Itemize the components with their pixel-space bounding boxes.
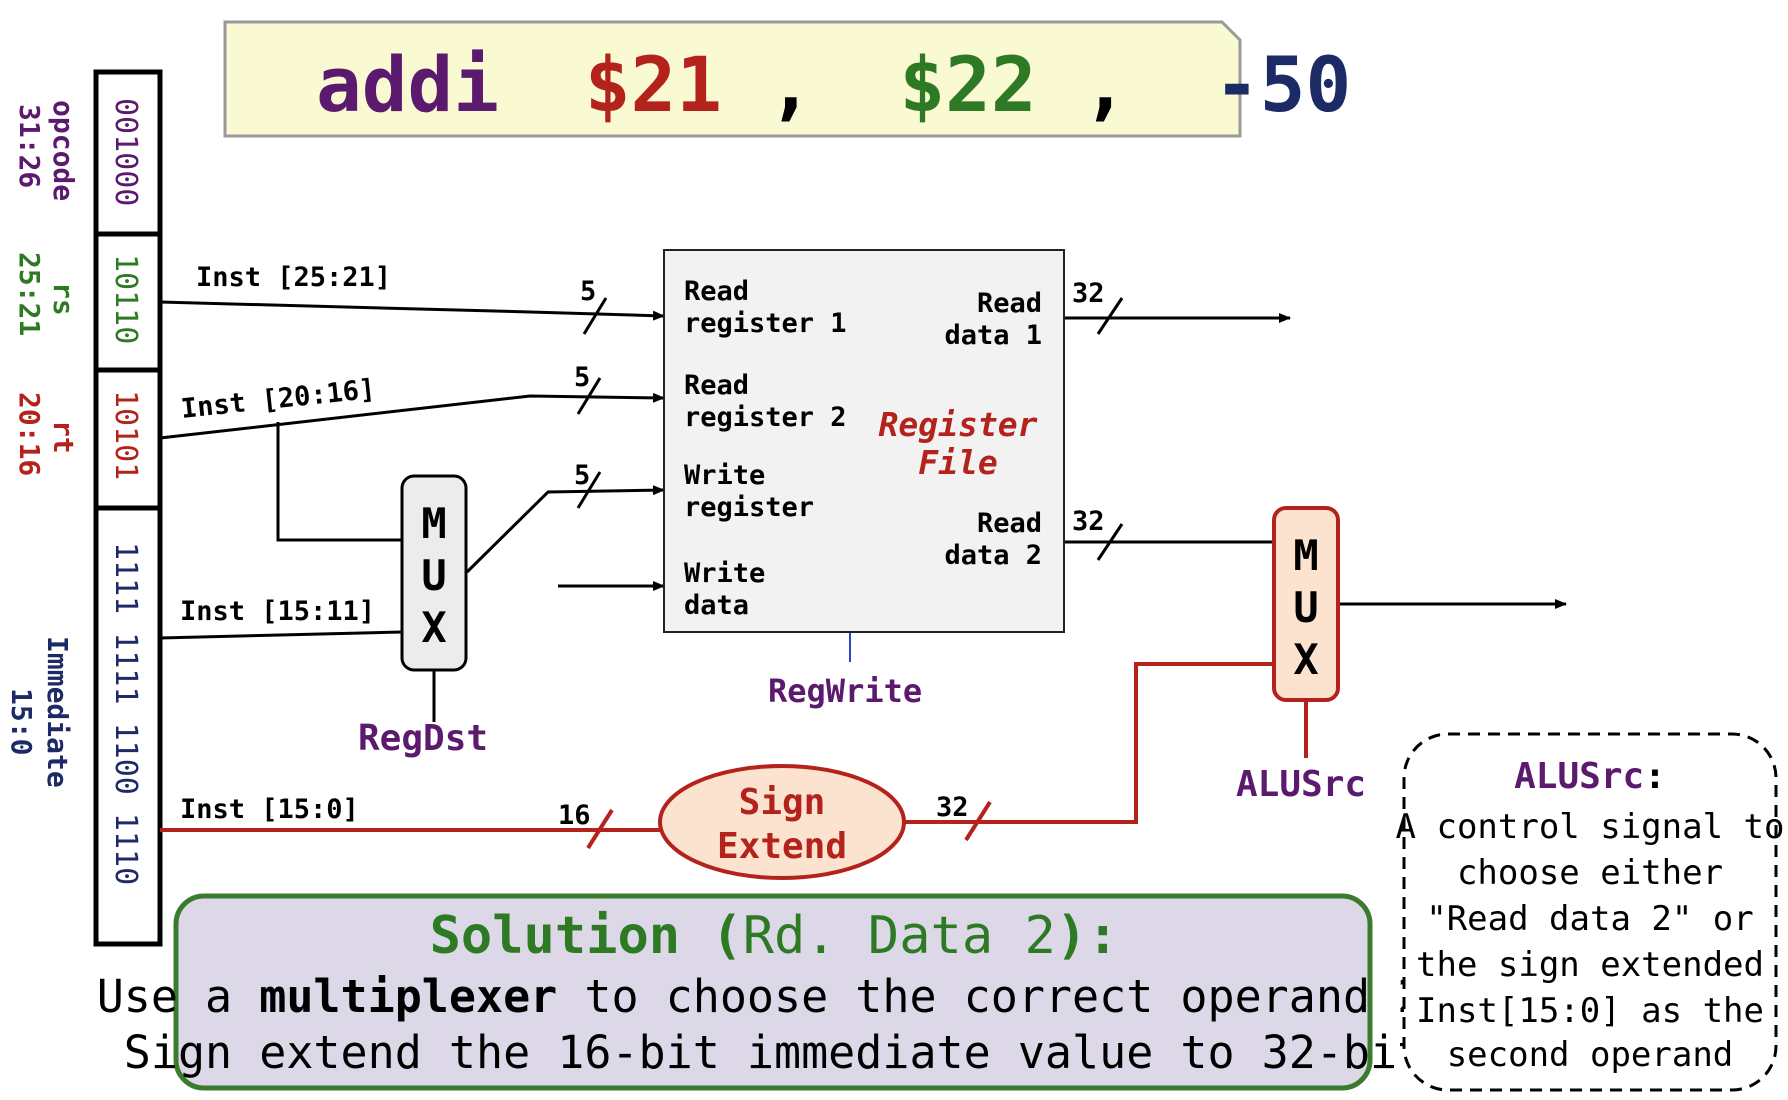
port-read-register-1-line1: Read [684,276,749,307]
port-write-data-line2: data [684,590,749,621]
wire-width-32-c: 32 [936,792,969,823]
port-write-register-line1: Write [684,460,765,491]
wire-width-5-c: 5 [574,460,590,491]
solution-line-2-bold: multiplexer [259,970,557,1023]
solution-heading-bold: Solution [430,906,680,966]
instruction-rs: $22 [899,40,1036,129]
imm-bits-value: 1111 1111 1100 1110 [108,542,143,885]
wire-label-inst-15-0: Inst [15:0] [180,794,359,825]
wire-label-inst-15-11: Inst [15:11] [180,596,375,627]
red-wires [160,662,1308,832]
wire-label-inst-25-21: Inst [25:21] [196,262,391,293]
alusrc-label: ALUSrc [1236,764,1366,805]
sign-extend-line2: Extend [717,826,847,867]
mux1-letter-x: X [421,603,446,652]
field-bits-rs: 25:21 [13,252,46,336]
solution-heading: Solution (Rd. Data 2): [430,906,1119,966]
alusrc-note: ALUSrc: A control signal to choose eithe… [1396,732,1785,1092]
solution-line-2-pre: Use a [97,970,260,1023]
instruction-banner: addi $21 , $22 , -50 [223,20,1351,138]
alusrc-note-line-2: choose either [1457,853,1723,893]
svg-text:addi $21 , $: addi $21 , $22 , -50 [316,40,1351,129]
opcode-bits-value: 001000 [108,98,143,206]
field-bits-immediate: 15:0 [5,688,38,755]
solution-heading-paren-open: ( [680,906,743,966]
alusrc-note-title-word: ALUSrc [1514,756,1644,797]
mux-alusrc: M U X [1272,506,1340,702]
field-name-opcode: opcode [47,100,80,201]
field-bits-rt: 20:16 [13,392,46,476]
mux2-letter-x: X [1293,635,1318,684]
mux-regdst: M U X [400,474,468,672]
register-file-title-line1: Register [879,405,1038,444]
wire-width-32-a: 32 [1072,278,1105,309]
alusrc-note-title: ALUSrc: [1514,756,1666,797]
regdst-label: RegDst [358,718,488,759]
field-name-immediate: Immediate [41,636,74,788]
wire-width-16: 16 [558,800,591,831]
solution-line-3: Sign extend the 16-bit immediate value t… [124,1026,1424,1079]
field-labels: opcode 31:26 rs 25:21 rt 20:16 Immediate… [5,100,80,788]
solution-box: Solution (Rd. Data 2): Use a multiplexer… [97,893,1452,1091]
sign-extend-unit: Sign Extend [658,764,906,880]
port-read-register-1-line2: register 1 [684,308,847,339]
bus-slashes [576,297,1124,561]
sign-extend-line1: Sign [739,782,826,823]
solution-line-2-post: to choose the correct operand 2. [557,970,1451,1023]
wire-width-5-b: 5 [574,362,590,393]
red-bus-slashes [586,800,992,850]
rs-bits-value: 10110 [108,254,143,344]
port-read-data-2-line1: Read [977,508,1042,539]
alusrc-note-line-4: the sign extended [1416,945,1764,985]
field-name-rt: rt [47,420,80,454]
regwrite-label: RegWrite [768,672,922,710]
alusrc-note-line-1: A control signal to [1396,807,1785,847]
mux1-letter-u: U [421,551,446,600]
wire-width-5-a: 5 [580,276,596,307]
field-bits-opcode: 31:26 [13,104,46,188]
instruction-rt: $21 [585,40,722,129]
wire-width-32-b: 32 [1072,506,1105,537]
port-write-data-line1: Write [684,558,765,589]
instruction-comma-1: , [768,40,814,129]
instruction-mnemonic: addi [316,40,499,129]
register-file: Read register 1 Read register 2 Write re… [663,249,1065,633]
mux1-letter-m: M [421,499,446,548]
port-write-register-line2: register [684,492,814,523]
port-read-data-1-line2: data 1 [944,320,1042,351]
mux2-letter-m: M [1293,531,1318,580]
alusrc-note-line-6: second operand [1447,1035,1734,1075]
instruction-immediate: -50 [1214,40,1351,129]
port-read-data-2-line2: data 2 [944,540,1042,571]
field-name-rs: rs [47,282,80,316]
solution-line-2: Use a multiplexer to choose the correct … [97,970,1452,1023]
solution-heading-paren-close: ): [1056,906,1119,966]
instruction-bitfield: 001000 10110 10101 1111 1111 1100 1110 [93,69,163,947]
port-read-register-2-line1: Read [684,370,749,401]
alusrc-note-line-3: "Read data 2" or [1426,899,1754,939]
alusrc-note-title-colon: : [1644,756,1666,797]
port-read-data-1-line1: Read [977,288,1042,319]
register-file-title-line2: File [918,443,997,482]
mux2-letter-u: U [1293,583,1318,632]
rt-bits-value: 10101 [108,390,143,480]
alusrc-note-line-5: Inst[15:0] as the [1416,991,1764,1031]
instruction-comma-2: , [1082,40,1128,129]
black-wires [159,300,1567,722]
solution-heading-rest: Rd. Data 2 [743,906,1056,966]
port-read-register-2-line2: register 2 [684,402,847,433]
